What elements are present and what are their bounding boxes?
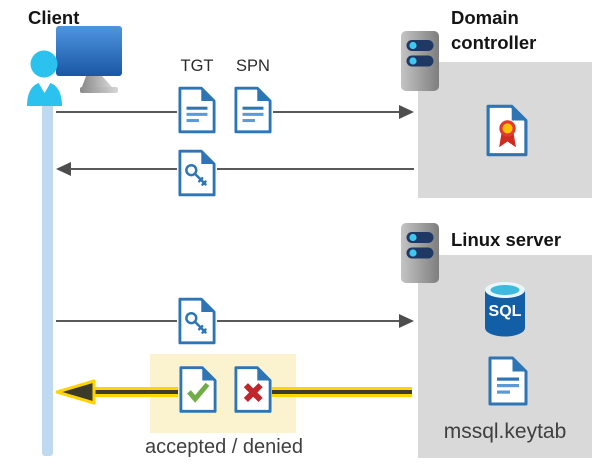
arrow1-head-right-icon [399,105,414,119]
keytab-label: mssql.keytab [443,420,567,443]
client-user-monitor-icon [27,26,122,106]
arrow2-line-left [70,168,177,170]
certificate-document-icon [486,104,528,157]
arrow1-line-left [56,111,177,113]
client-lifeline [42,88,53,456]
yellow-arrow-head-left-icon [55,379,96,405]
spn-ticket-document-icon [234,86,272,134]
arrow2-head-left-icon [56,162,71,176]
linux-server-icon [401,223,439,283]
sql-database-icon: SQL [485,282,525,337]
keytab-file-icon [488,356,528,406]
arrow3-line-left [56,320,177,322]
arrow1-line-right [273,111,400,113]
result-label: accepted / denied [145,436,303,458]
key-ticket-document-icon [178,149,216,197]
arrow2-line-right [217,168,414,170]
client-title: Client [28,7,80,28]
sql-icon-text: SQL [489,303,522,320]
tgt-ticket-document-icon [178,86,216,134]
denied-document-icon [234,366,272,413]
key-ticket-document-icon-2 [178,297,216,345]
arrow3-head-right-icon [399,314,414,328]
accepted-document-icon [179,366,217,413]
domain-controller-title: Domain controller [451,7,537,53]
yellow-arrow-line-left [94,387,178,397]
arrow3-line-right [217,320,400,322]
yellow-arrow-line-right [272,387,412,397]
domain-controller-server-icon [401,31,439,91]
spn-label: SPN [236,57,270,75]
linux-server-title: Linux server [451,229,562,250]
tgt-label: TGT [180,57,214,75]
